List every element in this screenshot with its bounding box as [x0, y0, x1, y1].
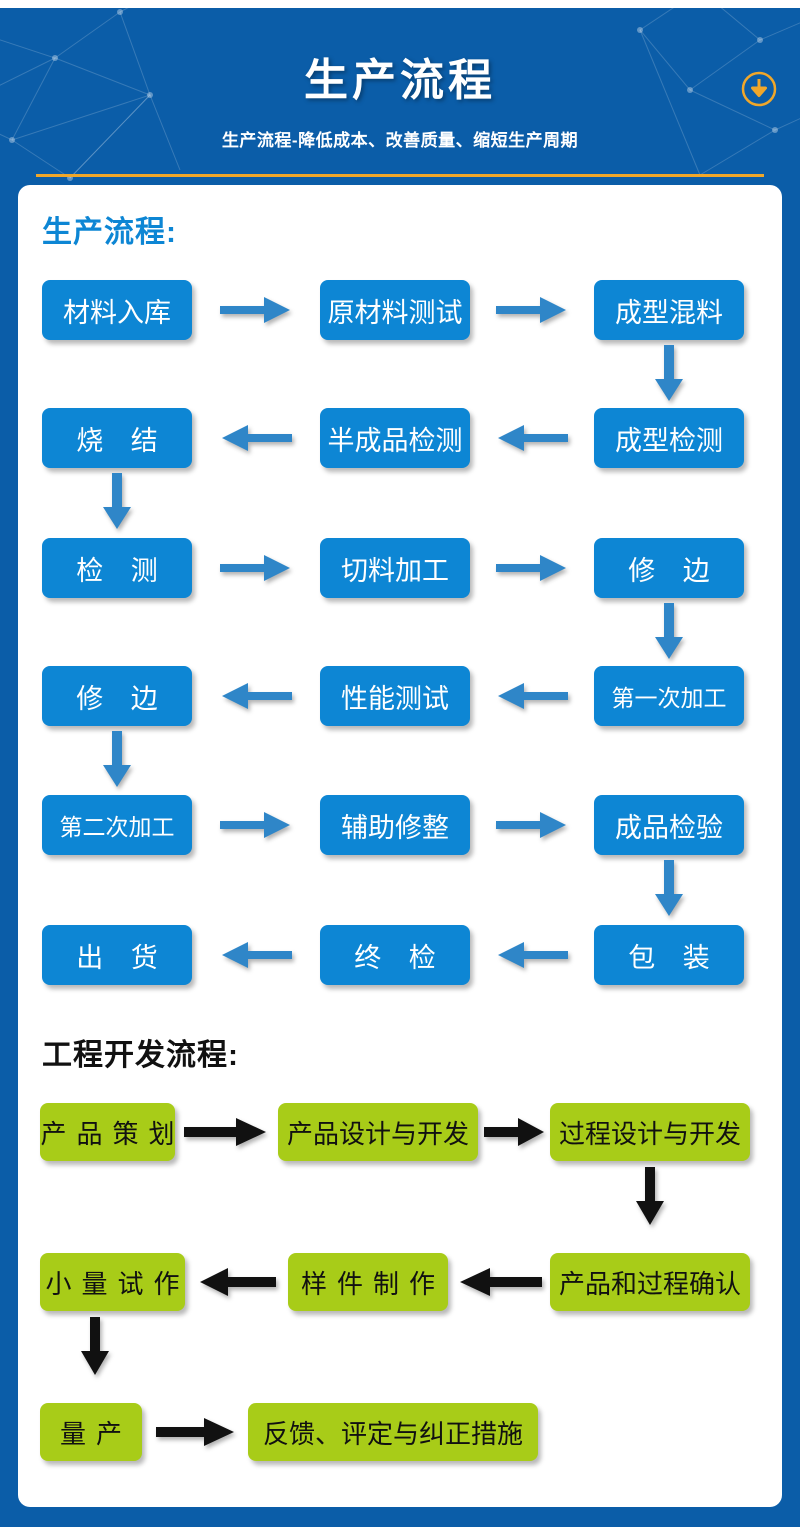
arrow-left-icon: [198, 1267, 276, 1297]
arrow-right-icon: [220, 295, 292, 325]
node-material-inbound[interactable]: 材料入库: [42, 280, 192, 340]
node-mass-production[interactable]: 量产: [40, 1403, 142, 1461]
arrow-down-icon: [80, 1317, 110, 1377]
arrow-left-icon: [220, 423, 292, 453]
node-product-design-dev[interactable]: 产品设计与开发: [278, 1103, 478, 1161]
arrow-right-icon: [496, 810, 568, 840]
node-process-design-dev[interactable]: 过程设计与开发: [550, 1103, 750, 1161]
node-packaging[interactable]: 包 装: [594, 925, 744, 985]
arrow-down-icon: [102, 473, 132, 531]
node-final-inspection[interactable]: 终 检: [320, 925, 470, 985]
arrow-left-icon: [496, 681, 568, 711]
page-title: 生产流程: [304, 56, 496, 105]
node-auxiliary-finishing[interactable]: 辅助修整: [320, 795, 470, 855]
arrow-right-icon: [220, 810, 292, 840]
arrow-down-icon: [102, 731, 132, 789]
node-performance-test[interactable]: 性能测试: [320, 666, 470, 726]
arrow-right-icon: [484, 1117, 546, 1147]
arrow-right-icon: [220, 553, 292, 583]
arrow-right-icon: [496, 553, 568, 583]
page-header: 生产流程 生产流程-降低成本、改善质量、缩短生产周期: [0, 8, 800, 176]
header-divider: [36, 174, 764, 177]
arrow-left-icon: [458, 1267, 542, 1297]
top-white-strip: [0, 0, 800, 8]
node-forming-inspection[interactable]: 成型检测: [594, 408, 744, 468]
node-forming-mixing[interactable]: 成型混料: [594, 280, 744, 340]
node-inspection[interactable]: 检 测: [42, 538, 192, 598]
arrow-down-icon: [654, 860, 684, 918]
content-panel: 生产流程: 材料入库 原材料测试 成型混料 烧 结 半成品检测 成型检测 检 测…: [18, 185, 782, 1507]
arrow-right-icon: [496, 295, 568, 325]
node-raw-material-test[interactable]: 原材料测试: [320, 280, 470, 340]
node-finished-product-inspection[interactable]: 成品检验: [594, 795, 744, 855]
arrow-right-icon: [156, 1417, 236, 1447]
node-sample-making[interactable]: 样件制作: [288, 1253, 448, 1311]
node-semi-finished-inspection[interactable]: 半成品检测: [320, 408, 470, 468]
arrow-left-icon: [220, 681, 292, 711]
arrow-left-icon: [496, 423, 568, 453]
arrow-left-icon: [220, 940, 292, 970]
node-product-process-validation[interactable]: 产品和过程确认: [550, 1253, 750, 1311]
node-cutting-processing[interactable]: 切料加工: [320, 538, 470, 598]
node-second-machining[interactable]: 第二次加工: [42, 795, 192, 855]
download-circle-icon[interactable]: [740, 70, 778, 108]
node-sintering[interactable]: 烧 结: [42, 408, 192, 468]
node-product-planning[interactable]: 产品策划: [40, 1103, 175, 1161]
node-feedback-assessment-corrective[interactable]: 反馈、评定与纠正措施: [248, 1403, 538, 1461]
arrow-down-icon: [654, 345, 684, 403]
node-trimming-2[interactable]: 修 边: [42, 666, 192, 726]
arrow-left-icon: [496, 940, 568, 970]
page-subtitle: 生产流程-降低成本、改善质量、缩短生产周期: [221, 131, 579, 150]
section-title-production: 生产流程:: [42, 216, 177, 249]
node-shipment[interactable]: 出 货: [42, 925, 192, 985]
arrow-down-icon: [654, 603, 684, 661]
arrow-down-icon: [635, 1167, 665, 1227]
node-small-batch-trial[interactable]: 小量试作: [40, 1253, 185, 1311]
node-trimming-1[interactable]: 修 边: [594, 538, 744, 598]
node-first-machining[interactable]: 第一次加工: [594, 666, 744, 726]
arrow-right-icon: [184, 1117, 268, 1147]
section-title-engineering: 工程开发流程:: [42, 1039, 239, 1072]
